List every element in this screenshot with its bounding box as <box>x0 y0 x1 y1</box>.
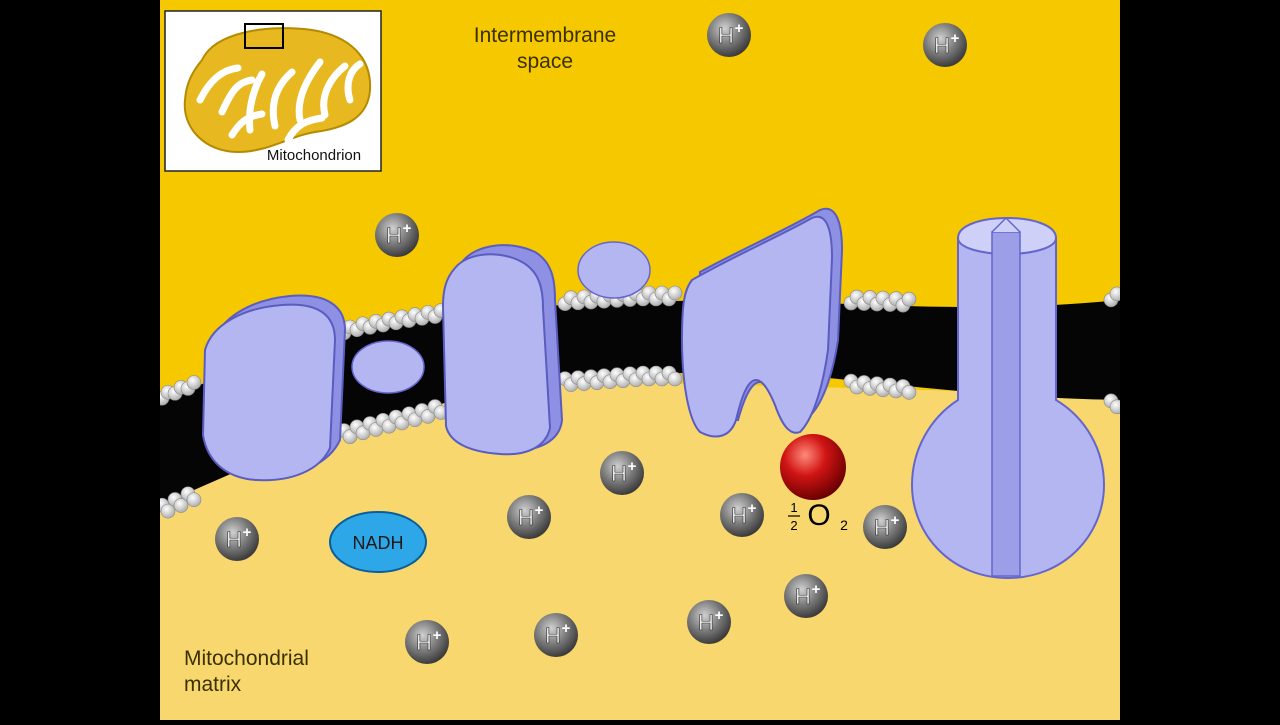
proton-ion: H+ <box>405 620 449 664</box>
proton-sphere <box>707 13 751 57</box>
nadh-label: NADH <box>352 533 403 553</box>
proton-charge: + <box>891 512 900 529</box>
cytochrome-c <box>577 241 651 299</box>
lipid-head <box>1109 286 1120 302</box>
proton-label: H <box>416 630 432 655</box>
lipid-head <box>173 498 189 513</box>
mitochondrion-label: Mitochondrion <box>267 147 361 164</box>
lipid-head <box>1109 399 1120 415</box>
proton-ion: H+ <box>923 23 967 67</box>
oxygen-atom-sphere <box>780 434 846 500</box>
proton-charge: + <box>535 502 544 519</box>
proton-ion: H+ <box>534 613 578 657</box>
proton-charge: + <box>243 524 252 541</box>
lipid-head <box>901 385 917 400</box>
mitochondrial-matrix-region <box>160 382 1120 720</box>
proton-charge: + <box>403 220 412 237</box>
proton-ion: H+ <box>507 495 551 539</box>
left-black-bar <box>0 0 160 720</box>
proton-label: H <box>545 623 561 648</box>
proton-sphere <box>784 574 828 618</box>
proton-label: H <box>698 610 714 635</box>
proton-charge: + <box>748 500 757 517</box>
lipid-head <box>186 375 202 390</box>
proton-ion: H+ <box>863 505 907 549</box>
proton-sphere <box>863 505 907 549</box>
proton-label: H <box>731 503 747 528</box>
lipid-head <box>901 291 917 307</box>
proton-ion: H+ <box>720 493 764 537</box>
proton-sphere <box>507 495 551 539</box>
proton-ion: H+ <box>784 574 828 618</box>
mitochondrion-cristae <box>196 58 364 144</box>
proton-sphere <box>687 600 731 644</box>
proton-ion: H+ <box>687 600 731 644</box>
proton-sphere <box>534 613 578 657</box>
mitochondrion-inset: Mitochondrion <box>164 10 382 172</box>
lipid-head <box>667 371 683 387</box>
proton-sphere <box>375 213 419 257</box>
proton-sphere <box>215 517 259 561</box>
proton-label: H <box>611 461 627 486</box>
phospholipid-heads <box>160 285 1120 519</box>
oxygen-fraction-numerator: 1 <box>790 500 797 515</box>
complex-i <box>201 294 347 482</box>
proton-ion: H+ <box>375 213 419 257</box>
proton-label: H <box>718 23 734 48</box>
oxygen-molecule: 1 2 O 2 <box>780 434 848 533</box>
proton-charge: + <box>715 607 724 624</box>
proton-label: H <box>386 223 402 248</box>
oxygen-symbol: O <box>807 499 830 532</box>
zoom-region-box <box>244 23 284 49</box>
nadh-molecule: NADH <box>329 511 427 573</box>
mitochondrial-matrix-label-line1: Mitochondrial <box>184 647 309 670</box>
proton-sphere <box>923 23 967 67</box>
proton-label: H <box>795 584 811 609</box>
proton-ion: H+ <box>215 517 259 561</box>
proton-charge: + <box>735 20 744 37</box>
proton-charge: + <box>628 458 637 475</box>
intermembrane-space-label-line1: Intermembrane <box>474 24 616 47</box>
proton-sphere <box>720 493 764 537</box>
proton-charge: + <box>951 30 960 47</box>
proton-ion: H+ <box>600 451 644 495</box>
proton-charge: + <box>433 627 442 644</box>
ubiquinone-carrier <box>351 340 425 394</box>
proton-label: H <box>518 505 534 530</box>
mitochondrial-matrix-label-line2: matrix <box>184 673 242 696</box>
atp-synthase <box>910 216 1106 580</box>
right-black-bar <box>1120 0 1280 720</box>
proton-sphere <box>600 451 644 495</box>
lipid-head <box>186 492 202 508</box>
proton-sphere <box>405 620 449 664</box>
proton-label: H <box>874 515 890 540</box>
lipid-head <box>667 285 683 301</box>
proton-label: H <box>226 527 242 552</box>
proton-ions: H+H+H+H+H+H+H+H+H+H+H+H+ <box>215 13 967 664</box>
intermembrane-space-label-line2: space <box>517 50 573 73</box>
proton-label: H <box>934 33 950 58</box>
oxygen-subscript: 2 <box>840 517 848 533</box>
complex-iii <box>441 244 564 456</box>
proton-ion: H+ <box>707 13 751 57</box>
proton-charge: + <box>562 620 571 637</box>
proton-charge: + <box>812 581 821 598</box>
lipid-head <box>160 503 176 519</box>
oxygen-fraction-denominator: 2 <box>790 518 797 533</box>
complex-iv <box>680 207 844 438</box>
